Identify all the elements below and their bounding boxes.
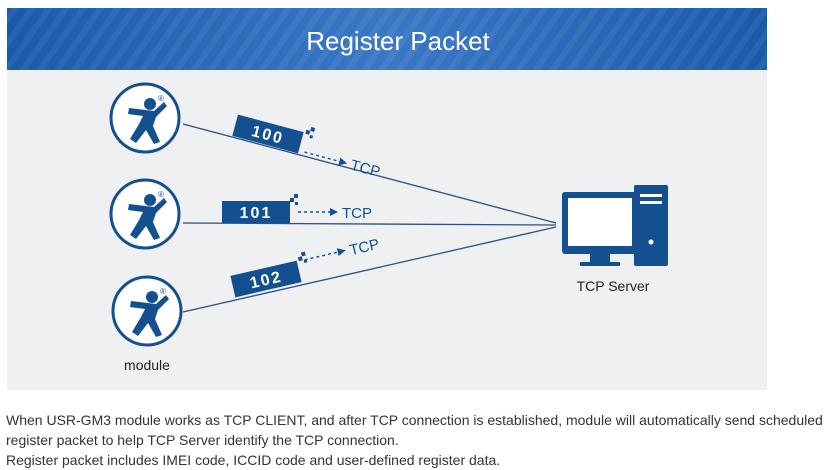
packet-protocol: TCP <box>342 205 372 222</box>
module-3: ® <box>111 275 183 347</box>
registered-mark: ® <box>158 190 164 199</box>
module-icon <box>109 82 181 154</box>
computer-icon <box>562 185 668 266</box>
module-2: ® <box>109 178 181 250</box>
arrow-head-icon <box>338 157 348 166</box>
packet-value: 102 <box>248 269 284 293</box>
packet-protocol: TCP <box>348 236 381 259</box>
module-icon <box>109 178 181 250</box>
diagram-title: Register Packet <box>306 26 490 56</box>
description-line-1: When USR-GM3 module works as TCP CLIENT,… <box>6 412 823 428</box>
connection-lines <box>182 123 557 313</box>
arrow-head-icon <box>336 248 346 257</box>
packet-3: 102 TCP <box>230 236 381 298</box>
description-line-2: register packet to help TCP Server ident… <box>6 432 399 448</box>
signal-icon <box>297 251 308 263</box>
module-1: ® <box>109 82 181 154</box>
connection-line-2 <box>182 222 557 226</box>
module-icon <box>111 275 183 347</box>
packet-box <box>232 114 304 154</box>
packet-box <box>222 201 290 223</box>
signal-icon <box>290 194 298 205</box>
registered-mark: ® <box>158 94 164 103</box>
diagram-header: Register Packet <box>7 8 767 70</box>
connection-line-3 <box>182 226 557 313</box>
description: When USR-GM3 module works as TCP CLIENT,… <box>6 410 836 470</box>
tcp-server: TCP Server <box>562 185 668 294</box>
packet-2: 101 TCP <box>222 194 372 223</box>
registered-mark: ® <box>160 287 166 296</box>
packet-value: 101 <box>240 205 273 222</box>
signal-icon <box>305 126 316 139</box>
packet-box <box>230 260 302 298</box>
server-label: TCP Server <box>577 278 650 294</box>
description-line-3: Register packet includes IMEI code, ICCI… <box>6 452 501 468</box>
connection-line-1 <box>182 123 557 224</box>
arrow-head-icon <box>330 208 338 216</box>
module-label: module <box>124 357 170 373</box>
